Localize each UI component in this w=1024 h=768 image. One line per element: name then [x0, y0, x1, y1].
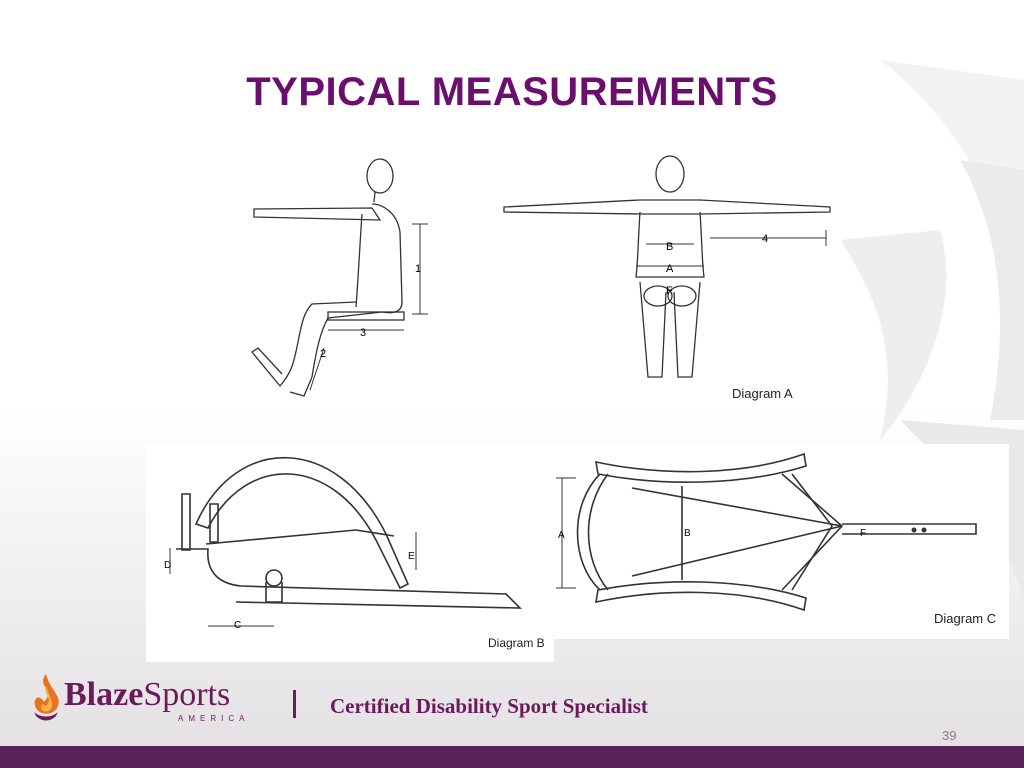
diagram-a-caption: Diagram A: [732, 386, 793, 401]
bottom-bar: [0, 746, 1024, 768]
chair-label-e: E: [408, 551, 415, 562]
side-label-3: 3: [360, 327, 366, 339]
brand-blaze: Blaze: [64, 676, 144, 713]
footer-tagline: Certified Disability Sport Specialist: [330, 694, 648, 718]
chair-top-diagram: A B F Diagram C: [542, 444, 1009, 639]
front-label-4: 4: [762, 233, 768, 245]
side-view-diagram: 1 3 2: [232, 152, 482, 408]
front-view-diagram: B A F 4 Diagram A: [500, 152, 842, 408]
side-label-2: 2: [320, 348, 326, 360]
chair-side-illustration: E D C: [164, 456, 522, 631]
brand-sports: Sports: [143, 676, 231, 713]
top-label-a: A: [558, 530, 565, 541]
diagram-b-caption: Diagram B: [488, 636, 545, 650]
top-label-b: B: [684, 528, 691, 539]
blazesports-flame-logo: [34, 674, 59, 721]
slide-title: TYPICAL MEASUREMENTS: [246, 70, 778, 114]
top-label-f: F: [860, 528, 866, 539]
chair-label-d: D: [164, 560, 171, 571]
footer-divider: [293, 690, 296, 718]
chair-side-diagram: E D C Diagram B: [146, 444, 554, 662]
side-label-1: 1: [415, 263, 421, 275]
front-label-f: F: [666, 285, 673, 297]
seated-person-side-illustration: 1 3 2: [251, 158, 428, 397]
person-front-illustration: B A F 4: [503, 155, 831, 378]
brand-subtitle: AMERICA: [178, 714, 250, 723]
chair-top-illustration: A B F: [556, 452, 977, 612]
diagram-c-caption: Diagram C: [934, 611, 997, 626]
page-number: 39: [942, 728, 957, 743]
front-label-b: B: [666, 241, 673, 253]
front-label-a: A: [666, 263, 674, 275]
brand-wordmark: BlazeSports: [64, 678, 230, 712]
chair-label-c: C: [234, 620, 241, 631]
